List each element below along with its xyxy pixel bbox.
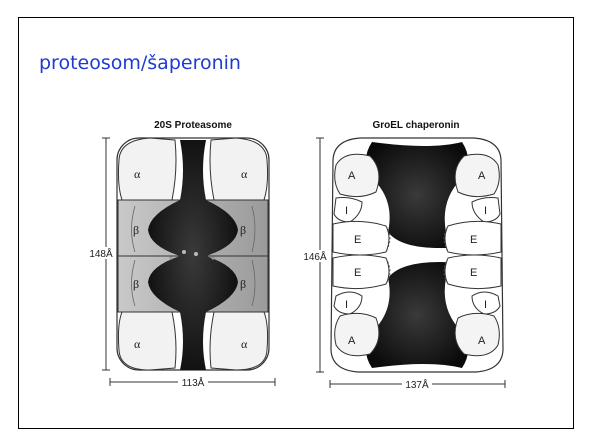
apical-domain-bottom-left <box>335 313 379 355</box>
apical-label-top-left: A <box>348 170 356 182</box>
alpha-label-top-left: α <box>134 167 141 181</box>
alpha-lobe-top-left <box>118 138 176 200</box>
beta-label-lower-right: β <box>240 277 246 291</box>
beta-label-upper-right: β <box>240 223 246 237</box>
intermediate-label-bottom-right: I <box>484 299 487 311</box>
equatorial-label-bottom-left: E <box>354 267 361 279</box>
intermediate-label-top-right: I <box>484 205 487 217</box>
alpha-lobe-bottom-right <box>210 312 268 370</box>
proteasome-width-label: 113Å <box>182 376 205 389</box>
chaperonin-width-label: 137Å <box>405 378 429 391</box>
beta-label-lower-left: β <box>133 277 139 291</box>
equatorial-label-bottom-right: E <box>470 267 477 279</box>
chaperonin-diagram: GroEL chaperonin A A I I E E E E I I <box>302 120 505 391</box>
chaperonin-height-label: 146Å <box>303 250 327 263</box>
apical-domain-top-left <box>335 154 379 196</box>
alpha-label-bottom-right: α <box>241 337 248 351</box>
proteasome-height-label: 148Å <box>89 247 113 260</box>
alpha-lobe-top-right <box>210 138 268 200</box>
apical-label-top-right: A <box>478 170 486 182</box>
equatorial-label-top-right: E <box>470 234 477 246</box>
equatorial-label-top-left: E <box>354 234 361 246</box>
intermediate-label-bottom-left: I <box>345 299 348 311</box>
apical-label-bottom-right: A <box>478 335 486 347</box>
proteasome-diagram: 20S Proteasome α α β β β β α α 1 <box>88 120 275 389</box>
alpha-label-top-right: α <box>241 167 248 181</box>
proteasome-heading: 20S Proteasome <box>154 120 232 131</box>
alpha-lobe-bottom-left <box>118 312 176 370</box>
beta-label-upper-left: β <box>133 223 139 237</box>
alpha-label-bottom-left: α <box>134 337 141 351</box>
intermediate-label-top-left: I <box>345 205 348 217</box>
apical-label-bottom-left: A <box>348 335 356 347</box>
chaperonin-heading: GroEL chaperonin <box>372 120 459 131</box>
